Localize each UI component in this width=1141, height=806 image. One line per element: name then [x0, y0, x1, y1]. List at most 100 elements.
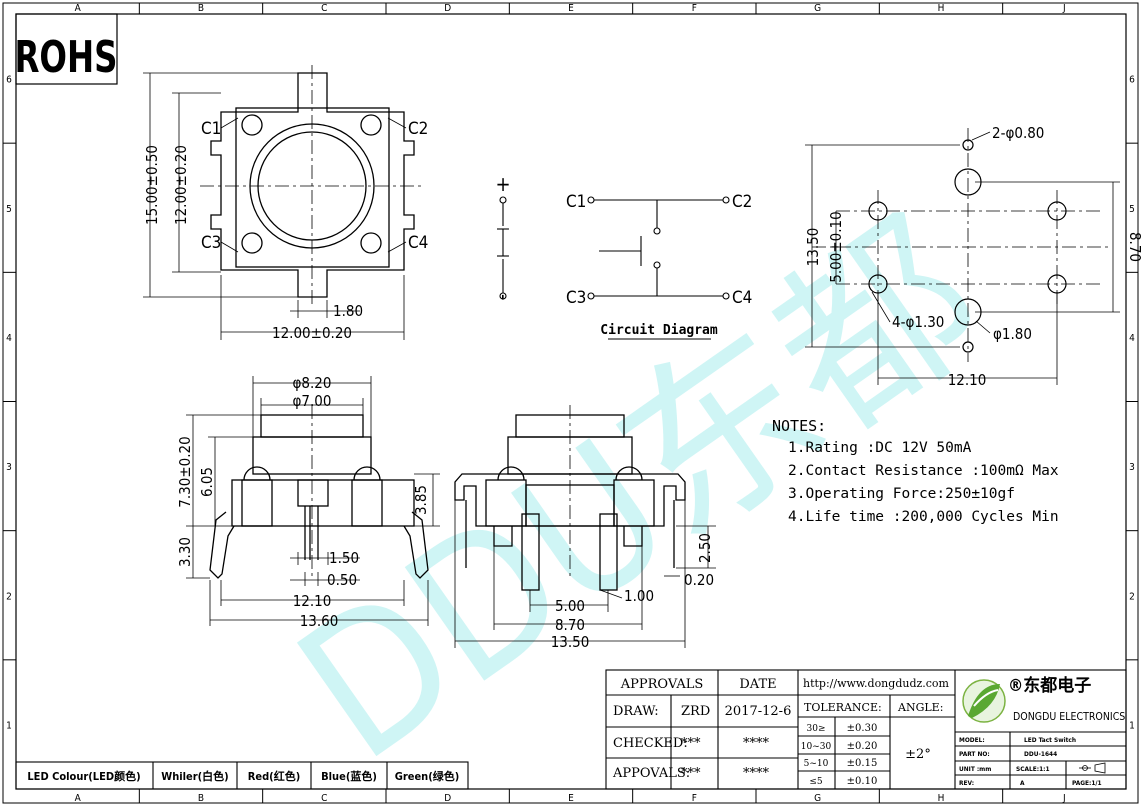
tb-appovals-name: ***: [681, 766, 701, 781]
tb-date: DATE: [739, 677, 776, 692]
zone-col-label-bottom: E: [568, 793, 574, 804]
notes-item-3: 3.Operating Force:250±10gf: [788, 486, 1015, 502]
tb-rev-value: A: [1020, 779, 1025, 787]
zone-grid: [3, 3, 1138, 803]
circuit-c2: C2: [732, 192, 752, 212]
front-t: 0.20: [684, 571, 714, 589]
led-plus: +: [495, 172, 510, 196]
tb-approvals: APPROVALS: [620, 677, 704, 692]
side-h-body: 6.05: [198, 467, 216, 497]
top-dim-height-inner: 12.00±0.20: [172, 145, 190, 225]
tb-draw-label: DRAW:: [613, 704, 659, 719]
led-colour-label: LED Colour(LED颜色): [27, 769, 140, 783]
front-view-dim-lines: [454, 500, 716, 648]
top-view: [210, 72, 415, 298]
tb-tol-value-2: ±0.20: [847, 741, 878, 752]
zone-col-label-bottom: C: [321, 793, 327, 804]
tb-tol-value-1: ±0.30: [847, 723, 878, 734]
tb-part-value: DDU-1644: [1024, 750, 1057, 758]
zone-row-label-left: 5: [6, 204, 12, 215]
zone-row-label-right: 2: [1129, 591, 1135, 602]
tb-unit: UNIT :mm: [959, 765, 991, 773]
notes-title: NOTES:: [772, 417, 826, 435]
front-h: 2.50: [696, 533, 714, 563]
projection-symbol-icon: [1079, 762, 1106, 774]
tb-model-value: LED Tact Switch: [1024, 736, 1076, 744]
side-h-right: 3.85: [412, 485, 430, 515]
led-colour-blue: Blue(蓝色): [321, 769, 377, 783]
tb-scale: SCALE:1:1: [1016, 765, 1050, 773]
side-pin-w2: 0.50: [327, 571, 357, 589]
zone-col-label-top: A: [75, 3, 82, 14]
top-view-centerlines: [200, 65, 424, 306]
tb-company-en: DONGDU ELECTRONICS: [1013, 711, 1125, 723]
zone-row-label-right: 3: [1129, 462, 1135, 473]
tb-tol-range-2: 10~30: [801, 742, 832, 752]
tb-tol-range-3: 5~10: [804, 759, 829, 769]
circuit-c3: C3: [566, 288, 586, 308]
side-h-pin: 3.30: [176, 537, 194, 567]
side-pin-w1: 1.50: [329, 549, 359, 567]
pcb-d3: φ1.80: [993, 325, 1032, 343]
side-view-dim-lines: [186, 376, 440, 626]
side-h-total: 7.30±0.20: [176, 436, 194, 507]
pcb-d2: 4-φ1.30: [892, 313, 944, 331]
zone-col-label-top: F: [692, 3, 697, 14]
pcb-d1: 2-φ0.80: [992, 124, 1044, 142]
pcb-w1: 12.10: [948, 371, 987, 389]
front-w1: 5.00: [555, 597, 585, 615]
tb-page: PAGE:1/1: [1072, 779, 1102, 787]
zone-col-label-top: C: [321, 3, 327, 14]
pcb-dim-lines: [805, 131, 1120, 385]
tb-draw-name: ZRD: [681, 704, 710, 719]
led-symbol: [497, 196, 509, 300]
notes-item-2: 2.Contact Resistance :100mΩ Max: [788, 463, 1059, 479]
led-colour-green: Green(绿色): [395, 769, 460, 783]
front-w3: 8.70: [555, 616, 585, 634]
top-label-c2: C2: [408, 119, 428, 139]
zone-row-label-left: 3: [6, 462, 12, 473]
tb-part-label: PART NO:: [959, 750, 990, 758]
front-w4: 13.50: [551, 633, 590, 651]
tb-tol-range-1: 30≥: [807, 724, 826, 734]
top-label-c3: C3: [201, 233, 221, 253]
zone-row-label-right: 5: [1129, 204, 1135, 215]
top-dim-pin: 1.80: [333, 302, 363, 320]
company-logo: [962, 679, 1006, 723]
zone-col-label-bottom: J: [1062, 793, 1066, 804]
zone-col-label-bottom: D: [444, 793, 451, 804]
led-minus: -: [492, 294, 516, 301]
top-label-leaders: [220, 117, 407, 253]
tb-tol-value-4: ±0.10: [847, 776, 878, 787]
zone-col-label-top: J: [1062, 3, 1066, 14]
zone-row-label-left: 6: [6, 75, 12, 86]
pcb-centerlines: [812, 128, 1110, 362]
top-view-dim-lines: [143, 72, 405, 340]
circuit-c4: C4: [732, 288, 752, 308]
pcb-h3: 8.70: [1126, 232, 1141, 262]
zone-row-label-left: 2: [6, 591, 12, 602]
top-label-c4: C4: [408, 233, 428, 253]
tb-appovals-label: APPOVALS:: [612, 766, 690, 781]
top-dim-height-outer: 15.00±0.50: [143, 145, 161, 225]
tb-angle-value: ±2°: [905, 747, 931, 762]
zone-row-label-right: 1: [1129, 720, 1135, 731]
tb-draw-date: 2017-12-6: [725, 704, 792, 719]
led-colour-table: [15, 761, 469, 790]
side-d-outer: φ8.20: [293, 374, 332, 392]
rohs-box: [15, 13, 118, 85]
zone-col-label-top: B: [198, 3, 204, 14]
zone-col-label-bottom: H: [938, 793, 945, 804]
tb-checked-name: ***: [681, 736, 701, 751]
top-dim-width: 12.00±0.20: [272, 324, 352, 342]
tb-checked-label: CHECKED:: [613, 736, 688, 751]
zone-col-label-top: G: [814, 3, 821, 14]
circuit-lines: [587, 196, 730, 340]
zone-col-label-bottom: G: [814, 793, 821, 804]
tb-company-cn: ®东都电子: [1008, 675, 1091, 696]
zone-col-label-bottom: A: [75, 793, 82, 804]
tb-url: http://www.dongdudz.com: [803, 677, 950, 690]
tb-tol-value-3: ±0.15: [847, 758, 878, 769]
